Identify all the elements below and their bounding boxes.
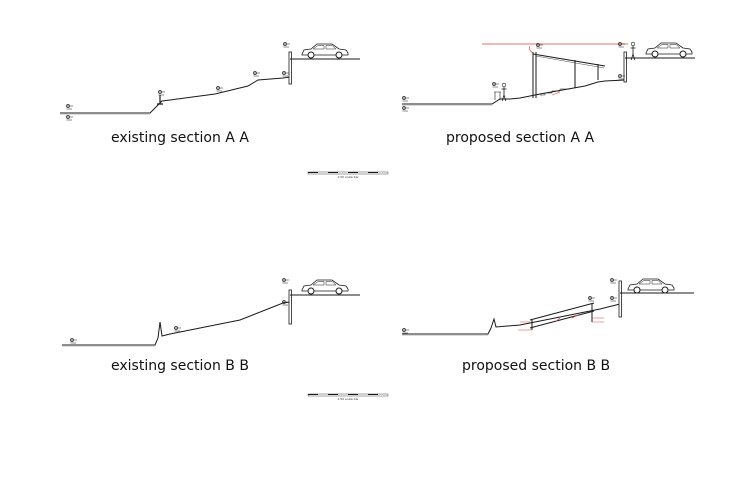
- level-marker-icon: [158, 90, 166, 96]
- caption-existing-section-bb: existing section B B: [111, 358, 249, 374]
- level-marker-icon: [492, 82, 500, 88]
- car-icon: [627, 278, 675, 294]
- level-marker-icon: [402, 328, 410, 334]
- level-marker-icon: [253, 71, 261, 77]
- proposed-section-aa-drawing: [402, 41, 695, 112]
- scale-bar-top: 1:50 scale bar: [307, 171, 389, 179]
- retaining-wall: [623, 51, 627, 83]
- ground-line: [402, 303, 621, 335]
- proposed-structure: [529, 302, 595, 330]
- retaining-wall: [288, 289, 292, 325]
- person-icon: [501, 82, 507, 102]
- ground-line: [60, 76, 291, 114]
- proposed-section-bb-drawing: [402, 278, 694, 336]
- scale-bar-label: 1:50 scale bar: [337, 175, 359, 179]
- person-icon: [630, 41, 636, 61]
- ground-line: [402, 79, 626, 105]
- caption-existing-section-aa: existing section A A: [111, 130, 249, 146]
- ground-line: [62, 301, 291, 346]
- level-marker-icon: [174, 326, 182, 332]
- car-icon: [645, 42, 693, 58]
- level-marker-icon: [66, 115, 74, 121]
- caption-proposed-section-bb: proposed section B B: [462, 358, 611, 374]
- retaining-wall: [618, 280, 622, 318]
- existing-section-aa-drawing: [60, 42, 360, 121]
- level-marker-icon: [282, 71, 290, 77]
- scale-bar-bottom: 1:50 scale bar: [307, 393, 389, 401]
- car-icon: [301, 43, 349, 59]
- retaining-wall: [288, 51, 292, 85]
- level-marker-icon: [402, 96, 410, 102]
- railing-icon: [494, 91, 501, 100]
- level-marker-icon: [588, 296, 596, 302]
- level-marker-icon: [402, 106, 410, 112]
- scale-bar-label: 1:50 scale bar: [337, 397, 359, 401]
- level-marker-icon: [610, 278, 618, 284]
- level-marker-icon: [283, 42, 291, 48]
- level-marker-icon: [70, 338, 78, 344]
- level-marker-icon: [618, 42, 626, 48]
- level-marker-icon: [282, 278, 290, 284]
- level-marker-icon: [66, 104, 74, 110]
- existing-section-bb-drawing: [62, 278, 360, 347]
- level-marker-icon: [216, 86, 224, 92]
- car-icon: [301, 279, 349, 295]
- proposed-structure: [532, 52, 606, 98]
- caption-proposed-section-aa: proposed section A A: [446, 130, 595, 146]
- level-marker-icon: [610, 296, 618, 302]
